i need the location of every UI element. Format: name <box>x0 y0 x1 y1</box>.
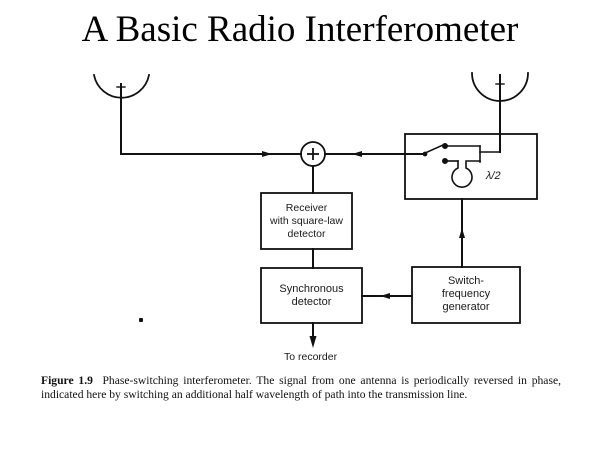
switch-generator-label: Switch- frequency generator <box>412 275 520 314</box>
caption-text: Phase-switching interferometer. The sign… <box>41 374 562 401</box>
phase-switch-box <box>404 133 538 200</box>
receiver-label-line: detector <box>287 228 326 240</box>
receiver-box <box>260 192 353 250</box>
switch-generator-label-line: frequency <box>441 288 491 300</box>
page-title: A Basic Radio Interferometer <box>81 9 519 50</box>
scan-speck <box>139 318 143 322</box>
sync-detector-label-line: detector <box>291 296 332 308</box>
receiver-label-line: with square-law <box>270 215 343 227</box>
plus-icon <box>307 148 319 160</box>
to-recorder-label: To recorder <box>284 351 338 363</box>
sync-detector-label: Synchronous detector <box>261 283 362 309</box>
receiver-label: Receiver with square-law detector <box>261 202 352 241</box>
figure-label: Figure 1.9 <box>41 374 93 387</box>
switch-generator-label-line: Switch- <box>447 275 485 287</box>
switch-generator-label-line: generator <box>442 301 490 313</box>
half-wavelength-label: λ/2 <box>486 170 501 182</box>
sync-detector-label-line: Synchronous <box>279 283 344 295</box>
figure-caption: Figure 1.9 Phase-switching interferomete… <box>41 374 561 402</box>
receiver-label-line: Receiver <box>285 202 328 214</box>
left-antenna-icon <box>92 73 151 155</box>
phase-switch-icon <box>421 133 501 188</box>
